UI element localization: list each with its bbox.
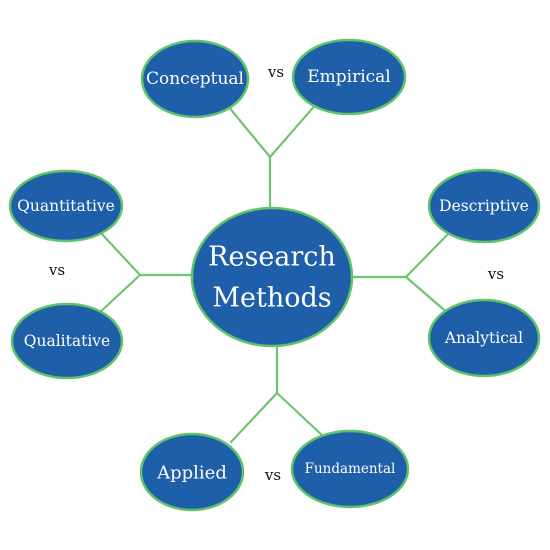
- vs-label-bottom: vs: [264, 466, 281, 484]
- node-quantitative-shape: [8, 169, 124, 243]
- connector-bottom-left: [229, 391, 279, 444]
- node-analytical-label: Analytical: [444, 329, 523, 347]
- node-analytical-shape: [427, 298, 541, 378]
- node-quantitative-label: Quantitative: [17, 197, 115, 215]
- center-node: Research Methods: [190, 206, 354, 348]
- connector-left: [95, 230, 198, 317]
- node-applied-label: Applied: [156, 463, 227, 484]
- node-fundamental: Fundamental: [290, 429, 410, 509]
- node-qualitative-shape: [10, 302, 124, 380]
- node-descriptive-shape: [427, 168, 541, 244]
- node-empirical-label: Empirical: [307, 67, 391, 87]
- vs-label-right: vs: [487, 265, 504, 283]
- node-conceptual-label: Conceptual: [146, 69, 244, 89]
- connector-right-bottom: [404, 275, 452, 317]
- node-fundamental-shape: [290, 429, 410, 509]
- connector-top-left: [226, 104, 272, 159]
- node-qualitative-label: Qualitative: [24, 332, 110, 350]
- center-node-label-line1: Research: [208, 242, 336, 273]
- node-applied: Applied: [139, 432, 245, 512]
- connector-left-top: [98, 230, 142, 277]
- connector-bottom-right: [275, 391, 327, 440]
- connector-bottom: [229, 342, 327, 444]
- vs-label-top: vs: [267, 63, 284, 81]
- node-qualitative: Qualitative: [10, 302, 124, 380]
- connector-right: [348, 230, 452, 317]
- node-fundamental-label: Fundamental: [305, 461, 396, 477]
- center-node-label-line2: Methods: [212, 283, 331, 314]
- node-analytical: Analytical: [427, 298, 541, 378]
- node-conceptual-shape: [140, 39, 250, 119]
- node-empirical: Empirical: [291, 38, 407, 116]
- connector-right-top: [404, 230, 452, 279]
- node-quantitative: Quantitative: [8, 169, 124, 243]
- connector-top-right: [268, 100, 320, 159]
- connector-left-bottom: [95, 273, 142, 317]
- node-applied-shape: [139, 432, 245, 512]
- vs-label-left: vs: [48, 261, 65, 279]
- center-node-shape: [190, 206, 354, 348]
- node-conceptual: Conceptual: [140, 39, 250, 119]
- node-empirical-shape: [291, 38, 407, 116]
- connector-top: [226, 100, 320, 210]
- node-descriptive-label: Descriptive: [439, 197, 529, 215]
- node-descriptive: Descriptive: [427, 168, 541, 244]
